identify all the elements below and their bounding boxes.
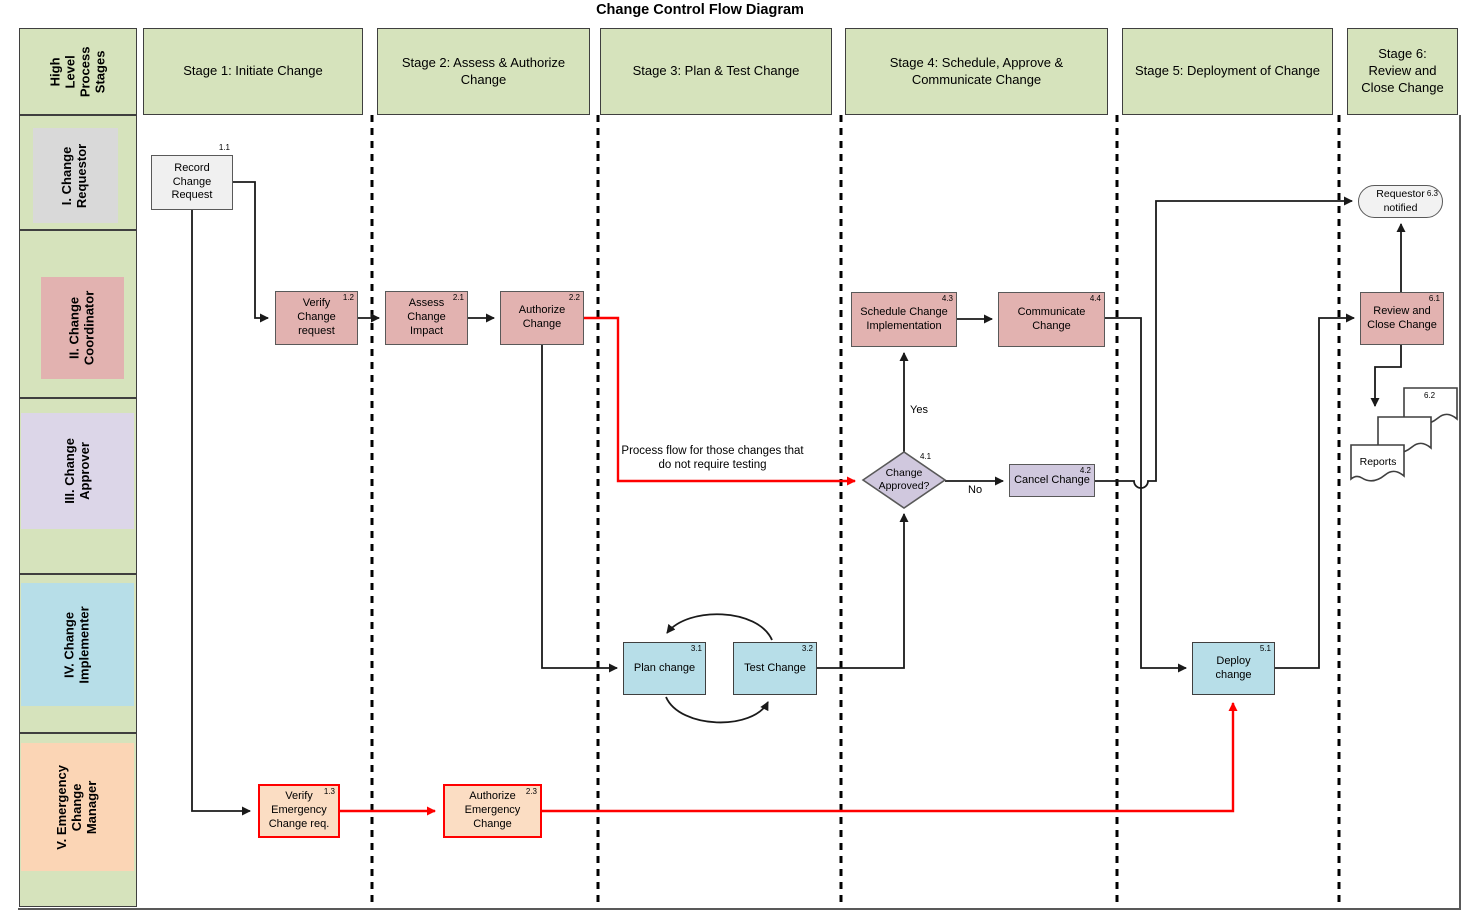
node-number: 4.3 (941, 294, 953, 303)
node-number: 6.1 (1428, 294, 1440, 303)
node-number: 4.1 (920, 452, 932, 461)
node-number: 4.4 (1089, 294, 1101, 303)
node-number: 3.2 (801, 644, 813, 653)
edge-cancel-to-requestor-notified (1095, 196, 1353, 489)
black-connectors (191, 181, 1406, 816)
node-verify-emergency-change: 1.3 Verify Emergency Change req. (258, 784, 340, 838)
node-communicate-change: 4.4 Communicate Change (998, 292, 1105, 347)
node-verify-change-request: 1.2 Verify Change request (275, 291, 358, 345)
label-no-testing-note: Process flow for those changes that do n… (621, 445, 804, 472)
node-plan-change: 3.1 Plan change (623, 642, 706, 695)
document-middle (1377, 416, 1432, 454)
swimlane-change-approver: III. Change Approver (19, 398, 137, 574)
node-number: 2.3 (525, 787, 537, 796)
label-no: No (968, 484, 983, 496)
edge-test-to-approved (817, 513, 909, 669)
edge-communicate-to-deploy (1105, 317, 1187, 673)
stage-4-header: Stage 4: Schedule, Approve & Communicate… (845, 28, 1108, 115)
node-number: 6.3 (1426, 189, 1438, 198)
edge-record-to-verify-emergency (191, 210, 251, 816)
node-number: 2.2 (568, 293, 580, 302)
node-change-approved-label: Change Approved? (878, 467, 930, 492)
edge-test-to-plan-loop (666, 613, 773, 641)
swimlane-implementer-box: IV. Change Implementer (21, 583, 134, 706)
node-authorize-emergency-change: 2.3 Authorize Emergency Change (443, 784, 542, 838)
edge-record-to-verify (233, 181, 269, 323)
node-review-close-change: 6.1 Review and Close Change (1360, 292, 1444, 345)
swimlane-coordinator-label: II. Change Coordinator (66, 290, 97, 366)
node-number: 1.3 (323, 787, 335, 796)
swimlane-requestor-label: I. Change Requestor (59, 143, 90, 208)
node-authorize-change: 2.2 Authorize Change (500, 291, 584, 345)
label-yes: Yes (910, 404, 928, 416)
stage-6-header: Stage 6: Review and Close Change (1347, 28, 1458, 115)
edge-plan-to-test-loop (665, 696, 769, 724)
stage-5-header: Stage 5: Deployment of Change (1122, 28, 1333, 115)
node-number: 3.1 (690, 644, 702, 653)
node-deploy-change: 5.1 Deploy change (1192, 642, 1275, 695)
node-requestor-notified: 6.3 Requestor notified (1358, 185, 1443, 218)
stage-1-header: Stage 1: Initiate Change (143, 28, 363, 115)
swimlane-corner-label: High Level Process Stages (47, 46, 107, 97)
node-number: 5.1 (1259, 644, 1271, 653)
swimlane-emergency-manager: V. Emergency Change Manager (19, 733, 137, 907)
swimlane-coordinator-box: II. Change Coordinator (41, 277, 124, 379)
swimlane-corner: High Level Process Stages (19, 28, 137, 115)
diagram-title: Change Control Flow Diagram (596, 2, 804, 18)
stage-3-header: Stage 3: Plan & Test Change (600, 28, 832, 115)
edge-authorize-to-plan (541, 345, 618, 673)
node-schedule-change-implementation: 4.3 Schedule Change Implementation (851, 292, 957, 347)
node-test-change: 3.2 Test Change (733, 642, 817, 695)
edge-review-to-reports (1370, 345, 1402, 407)
swimlane-requestor-box: I. Change Requestor (33, 128, 118, 223)
swimlane-change-coordinator: II. Change Coordinator (19, 230, 137, 398)
node-number: 4.2 (1079, 466, 1091, 475)
edge-authorize-emergency-to-deploy (542, 702, 1238, 813)
red-connectors (340, 316, 1238, 816)
swimlane-emergency-box: V. Emergency Change Manager (21, 743, 134, 871)
swimlane-emergency-label: V. Emergency Change Manager (54, 764, 99, 850)
edge-deploy-to-review (1275, 313, 1355, 669)
node-number: 1.1 (218, 143, 230, 152)
node-assess-change-impact: 2.1 Assess Change Impact (385, 291, 468, 345)
swimlane-change-requestor: I. Change Requestor (19, 115, 137, 230)
node-cancel-change: 4.2 Cancel Change (1009, 464, 1095, 497)
node-number: 2.1 (452, 293, 464, 302)
swimlane-implementer-label: IV. Change Implementer (61, 605, 92, 684)
node-record-change-request: 1.1 Record Change Request (151, 143, 233, 210)
swimlane-approver-box: III. Change Approver (21, 413, 134, 529)
swimlane-change-implementer: IV. Change Implementer (19, 574, 137, 733)
node-number: 1.2 (342, 293, 354, 302)
node-number: 6.2 (1424, 391, 1436, 400)
swimlane-approver-label: III. Change Approver (61, 438, 92, 504)
node-reports-label: Reports (1359, 456, 1397, 468)
stage-2-header: Stage 2: Assess & Authorize Change (377, 28, 590, 115)
swimlane-corner-box: High Level Process Stages (20, 29, 136, 114)
